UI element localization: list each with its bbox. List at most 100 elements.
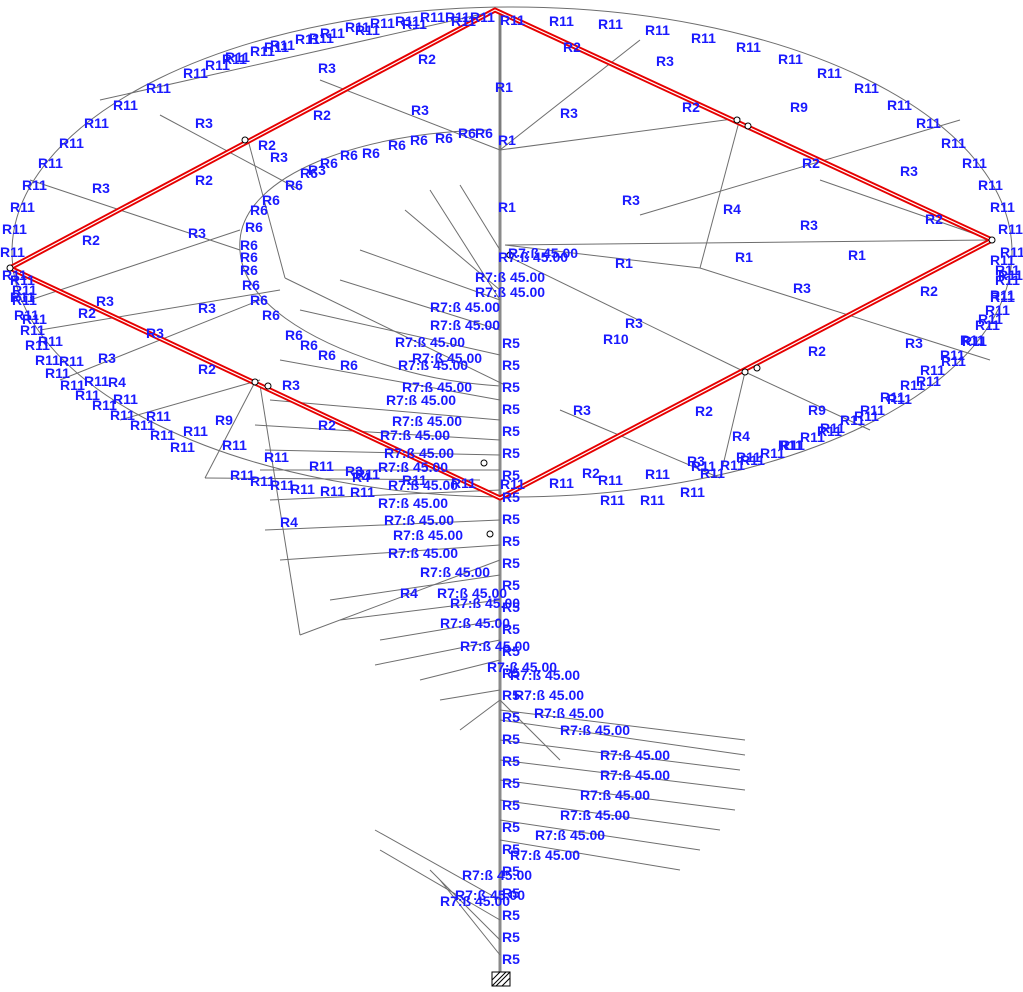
outer-ring[interactable] — [11, 6, 1013, 498]
member-label-release: R7:ß 45.00 — [560, 807, 630, 823]
member-label-r11: R11 — [962, 333, 987, 349]
member-label-r3: R3 — [800, 217, 818, 233]
member-label-release: R7:ß 45.00 — [508, 245, 578, 261]
member-label-r11: R11 — [320, 483, 345, 499]
node-circle-icon[interactable] — [241, 136, 249, 144]
member-label-r11: R11 — [985, 302, 1010, 318]
member-label-r2: R2 — [563, 39, 581, 55]
member-label-r11: R11 — [92, 397, 117, 413]
member-label-r5: R5 — [502, 445, 520, 461]
node-circle-icon[interactable] — [988, 236, 996, 244]
node-circle-icon[interactable] — [6, 264, 14, 272]
member-label-r1: R1 — [848, 247, 866, 263]
member-label-r5: R5 — [502, 863, 520, 879]
member-label-r11: R11 — [645, 466, 670, 482]
hanger-line — [419, 659, 501, 681]
member-label-r6: R6 — [285, 327, 303, 343]
member-label-r2: R2 — [258, 137, 276, 153]
member-label-r11: R11 — [2, 221, 27, 237]
member-label-r11: R11 — [817, 65, 842, 81]
nodes[interactable] — [6, 116, 996, 538]
member-label-r11: R11 — [451, 475, 476, 491]
member-label-r11: R11 — [355, 466, 380, 482]
member-label-r11: R11 — [402, 472, 427, 488]
member-label-release: R7:ß 45.00 — [430, 317, 500, 333]
member-label-r11: R11 — [309, 30, 334, 46]
member-label-r11: R11 — [38, 155, 63, 171]
member-label-r10: R10 — [603, 331, 629, 347]
highlighted-frame[interactable] — [7, 7, 995, 501]
member-label-r11: R11 — [990, 252, 1015, 268]
node-circle-icon[interactable] — [480, 459, 488, 467]
member-label-r6: R6 — [410, 132, 428, 148]
member-label-release: R7:ß 45.00 — [437, 585, 507, 601]
member-label-r3: R3 — [98, 350, 116, 366]
member-label-r6: R6 — [320, 155, 338, 171]
member-label-r11: R11 — [146, 80, 171, 96]
node-circle-icon[interactable] — [733, 116, 741, 124]
node-circle-icon[interactable] — [506, 251, 514, 259]
member-label-r11: R11 — [250, 43, 275, 59]
member-label-r11: R11 — [990, 199, 1015, 215]
member-label-r2: R2 — [195, 172, 213, 188]
node-circle-icon[interactable] — [744, 122, 752, 130]
member-label-r11: R11 — [800, 429, 825, 445]
node-circle-icon[interactable] — [251, 378, 259, 386]
member-label-r11: R11 — [60, 377, 85, 393]
member-label-r2: R2 — [808, 343, 826, 359]
member-label-r9: R9 — [215, 412, 233, 428]
member-label-r11: R11 — [350, 484, 375, 500]
member-label-r3: R3 — [411, 102, 429, 118]
member-label-r2: R2 — [318, 417, 336, 433]
member-label-r11: R11 — [402, 16, 427, 32]
member-label-r11: R11 — [295, 31, 320, 47]
member-label-r5: R5 — [502, 951, 520, 967]
member-label-r11: R11 — [680, 484, 705, 500]
member-label-r3: R3 — [560, 105, 578, 121]
member-label-r11: R11 — [995, 272, 1020, 288]
member-label-r5: R5 — [502, 731, 520, 747]
hanger-line — [359, 249, 501, 301]
member-label-release: R7:ß 45.00 — [498, 249, 568, 265]
inner-ring[interactable] — [239, 129, 501, 387]
member-label-r2: R2 — [682, 99, 700, 115]
node-circle-icon[interactable] — [741, 368, 749, 376]
member-label-release: R7:ß 45.00 — [388, 545, 458, 561]
member-label-r5: R5 — [502, 511, 520, 527]
node-circle-icon[interactable] — [264, 382, 272, 390]
member-label-r5: R5 — [502, 775, 520, 791]
member-label-r5: R5 — [502, 819, 520, 835]
member-label-r3: R3 — [308, 162, 326, 178]
member-label-r11: R11 — [113, 97, 138, 113]
member-label-r5: R5 — [502, 533, 520, 549]
hanger-line — [329, 574, 501, 601]
node-circle-icon[interactable] — [753, 364, 761, 372]
member-label-r2: R2 — [920, 283, 938, 299]
member-label-r1: R1 — [615, 255, 633, 271]
member-label-r11: R11 — [146, 408, 171, 424]
member-label-release: R7:ß 45.00 — [462, 867, 532, 883]
member-label-r11: R11 — [998, 267, 1023, 283]
member-label-r11: R11 — [309, 458, 334, 474]
member-label-r11: R11 — [222, 51, 247, 67]
node-circle-icon[interactable] — [486, 530, 494, 538]
member-label-r5: R5 — [502, 423, 520, 439]
member-label-r11: R11 — [920, 362, 945, 378]
hanger-line — [499, 719, 746, 756]
member-label-release: R7:ß 45.00 — [412, 350, 482, 366]
member-label-r11: R11 — [250, 473, 275, 489]
member-label-r5: R5 — [502, 489, 520, 505]
member-label-r5: R5 — [502, 687, 520, 703]
member-label-r11: R11 — [270, 477, 295, 493]
member-label-r11: R11 — [35, 352, 60, 368]
member-label-r3: R3 — [146, 325, 164, 341]
member-label-r2: R2 — [418, 51, 436, 67]
member-label-r11: R11 — [600, 492, 625, 508]
member-label-r6: R6 — [240, 249, 258, 265]
member-label-r11: R11 — [370, 15, 395, 31]
member-label-release: R7:ß 45.00 — [514, 687, 584, 703]
member-label-r5: R5 — [502, 665, 520, 681]
member-label-release: R7:ß 45.00 — [580, 787, 650, 803]
